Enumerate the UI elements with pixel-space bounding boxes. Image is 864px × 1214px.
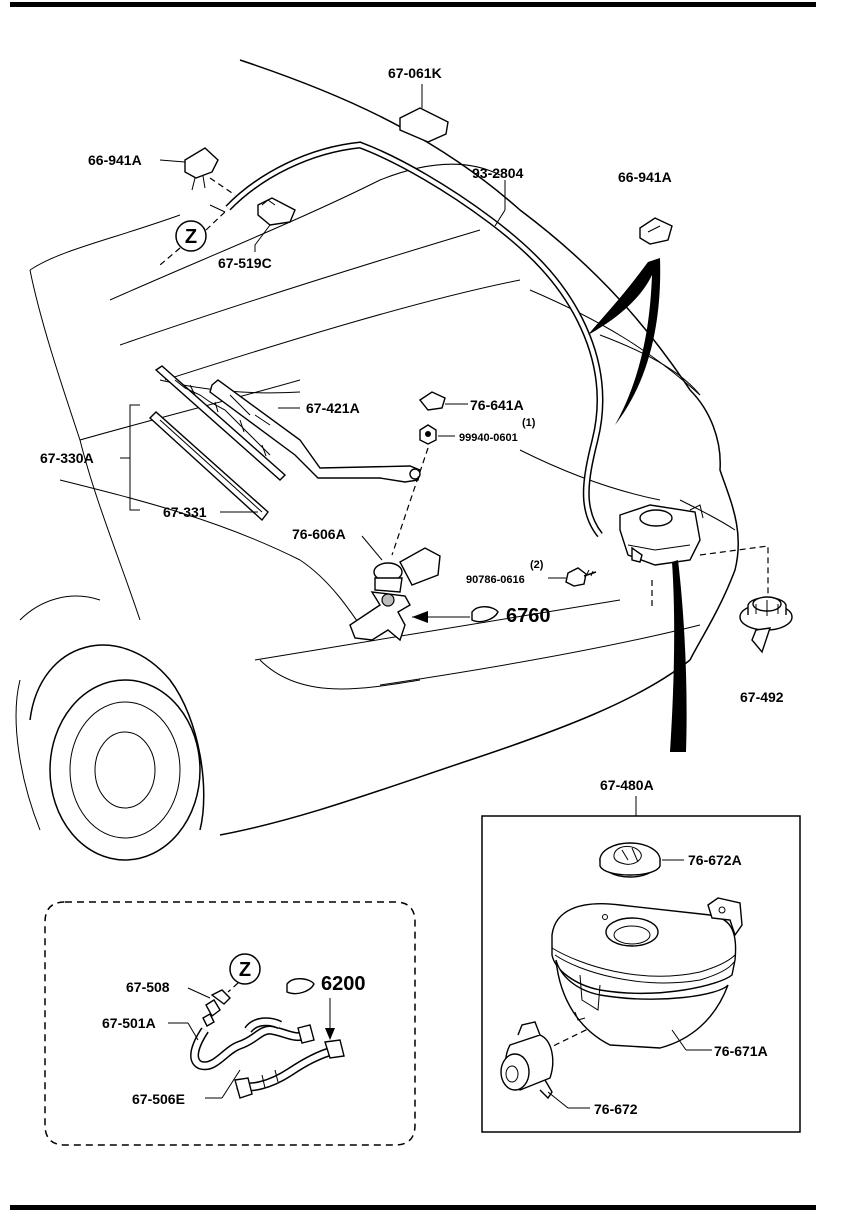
z-inset-leader: [227, 982, 239, 993]
callout-tank: 76-671A: [714, 1043, 768, 1059]
z-marker-top: [159, 211, 226, 266]
grommet-part: [739, 596, 793, 654]
z-marker-inset-label: Z: [239, 959, 251, 981]
grommet-leader: [699, 545, 769, 595]
callout-bolt: 90786-0616: [466, 574, 525, 586]
bottom-border: [10, 1205, 816, 1210]
callout-bolt-qty: (2): [530, 559, 544, 571]
ref-6200: 6200: [321, 973, 366, 995]
pointing-hand-icon: [471, 606, 499, 623]
callout-hose-a: 67-501A: [102, 1015, 156, 1031]
ref-6760: 6760: [506, 605, 551, 627]
pointer-wedge-tank: [670, 560, 687, 752]
callout-cover: 76-641A: [470, 397, 524, 413]
hose-leader-2: [494, 209, 506, 227]
wiper-motor-part: [349, 535, 441, 642]
callout-hose: 93-2804: [472, 165, 524, 181]
callout-connector: 67-508: [126, 979, 170, 995]
callout-grommet: 67-492: [740, 689, 784, 705]
callout-wiper-assy: 67-330A: [40, 450, 94, 466]
cover-part: [418, 391, 468, 411]
tank-part: [551, 897, 743, 1051]
clip-right-part: [639, 217, 673, 245]
nut-part: [391, 424, 455, 556]
wiper-assy-bracket: [120, 404, 140, 511]
pointing-hand-icon-inset: [286, 978, 315, 995]
wiper-assy-part: [154, 365, 287, 481]
callout-clip-left: 66-941A: [88, 152, 142, 168]
z-marker-top-label: Z: [185, 226, 197, 248]
tank-cap-part: [599, 842, 684, 878]
top-border: [10, 2, 816, 7]
z-marker-inset: [229, 953, 261, 985]
tank-assy-box: [481, 815, 801, 1133]
callout-clip-right: 66-941A: [618, 169, 672, 185]
callout-pump: 76-672: [594, 1101, 638, 1117]
callout-blade: 67-331: [163, 504, 207, 520]
callout-nut-qty: (1): [522, 417, 536, 429]
callout-nut: 99940-0601: [459, 432, 518, 444]
ref-6200-arrow: [325, 1028, 335, 1040]
callout-joint: 67-519C: [218, 255, 272, 271]
callout-arm: 67-421A: [306, 400, 360, 416]
callout-hose-b: 67-506E: [132, 1091, 185, 1107]
inset-box: [44, 901, 416, 1146]
pointer-wedge-top: [588, 258, 661, 425]
washer-hose: [209, 141, 604, 538]
inset-hoses: [168, 1017, 345, 1099]
connector-part: [187, 987, 231, 1027]
callout-tank-cap: 76-672A: [688, 852, 742, 868]
bolt-part: [548, 567, 597, 587]
wiper-arm-part: [209, 379, 421, 483]
top-cap-part: [399, 84, 449, 143]
joint-part: [254, 197, 296, 252]
wiper-blade-part: [148, 411, 269, 522]
callout-top-cap: 67-061K: [388, 65, 442, 81]
callout-motor: 76-606A: [292, 526, 346, 542]
clip-left-part: [159, 147, 236, 196]
ref-6760-group: [412, 606, 499, 623]
callout-tank-assy: 67-480A: [600, 777, 654, 793]
pump-part: [500, 1021, 591, 1109]
tank-small-part: [619, 504, 704, 566]
